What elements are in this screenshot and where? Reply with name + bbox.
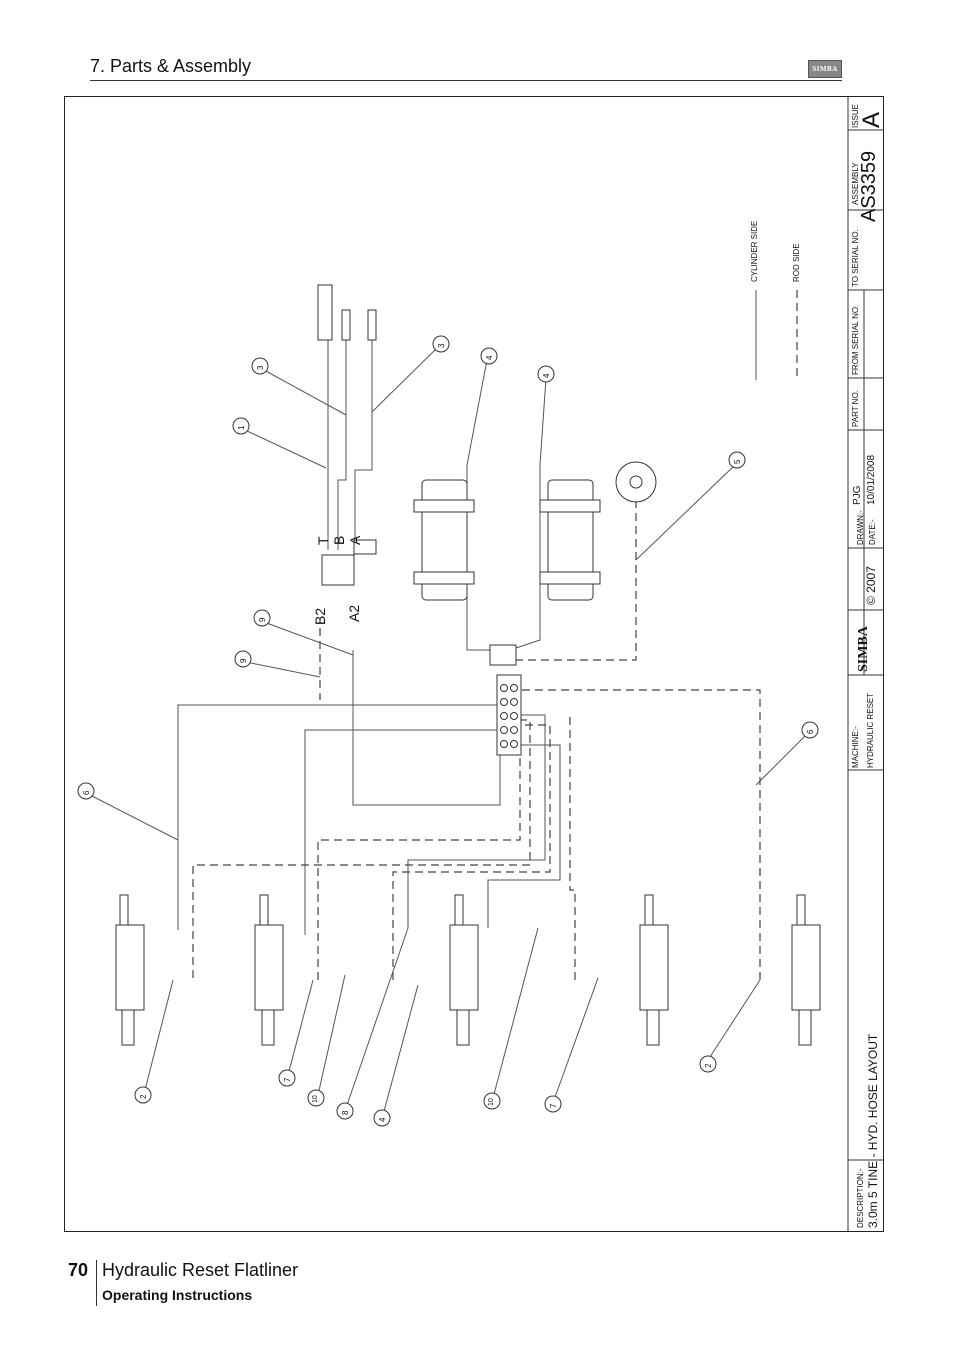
to-serial-label: TO SERIAL NO. [851, 229, 860, 287]
callout-6: 6 [806, 729, 815, 734]
callout-10: 10 [488, 1098, 495, 1106]
callout-6: 6 [82, 790, 91, 795]
date-label: DATE:- [868, 519, 877, 545]
port-label-b2: B2 [312, 607, 328, 625]
port-label-a: A [347, 535, 363, 545]
section-title: 7. Parts & Assembly [90, 56, 252, 76]
callout-9: 9 [239, 658, 248, 663]
description-label: DESCRIPTION:- [856, 1168, 865, 1228]
footer-title: Hydraulic Reset Flatliner [102, 1260, 299, 1280]
date-value: 10/01/2008 [866, 454, 877, 505]
callout-9: 9 [258, 617, 267, 622]
simba-logo: SIMBA [808, 60, 842, 78]
callout-1: 1 [237, 425, 246, 430]
header-rule [90, 80, 842, 81]
machine-label: MACHINE:- [851, 726, 860, 768]
copyright: © 2007 [864, 566, 878, 605]
assembly-number: AS3359 [858, 150, 880, 222]
drawn-value: PJG [852, 485, 863, 505]
callout-2: 2 [139, 1094, 148, 1099]
legend-cylinder-side: CYLINDER SIDE [750, 220, 759, 282]
callout-7: 7 [283, 1077, 292, 1082]
brand-logo: SIMBA [856, 626, 871, 672]
part-no-label: PART NO. [851, 390, 860, 427]
issue-value: A [858, 111, 885, 128]
port-label-b: B [331, 535, 347, 545]
callout-4: 4 [378, 1117, 387, 1122]
drawn-label: DRAWN:- [856, 510, 865, 545]
legend-rod-side: ROD SIDE [792, 243, 801, 282]
from-serial-label: FROM SERIAL NO. [851, 304, 860, 375]
drawing-frame [64, 96, 884, 1232]
callout-5: 5 [733, 459, 742, 464]
callout-8: 8 [341, 1110, 350, 1115]
callout-3: 3 [256, 365, 265, 370]
callout-10: 10 [312, 1095, 319, 1103]
callout-3: 3 [437, 343, 446, 348]
port-label-t: T [315, 536, 331, 545]
callout-4: 4 [485, 355, 494, 360]
callout-2: 2 [704, 1063, 713, 1068]
footer-divider [96, 1260, 97, 1306]
machine-value: HYDRAULIC RESET [866, 692, 875, 768]
port-label-a2: A2 [346, 604, 362, 622]
callout-7: 7 [549, 1103, 558, 1108]
footer-subtitle: Operating Instructions [102, 1287, 253, 1303]
page-number: 70 [68, 1260, 89, 1280]
description-value: 3.0m 5 TINE - HYD. HOSE LAYOUT [866, 1033, 880, 1228]
callout-4: 4 [542, 373, 551, 378]
